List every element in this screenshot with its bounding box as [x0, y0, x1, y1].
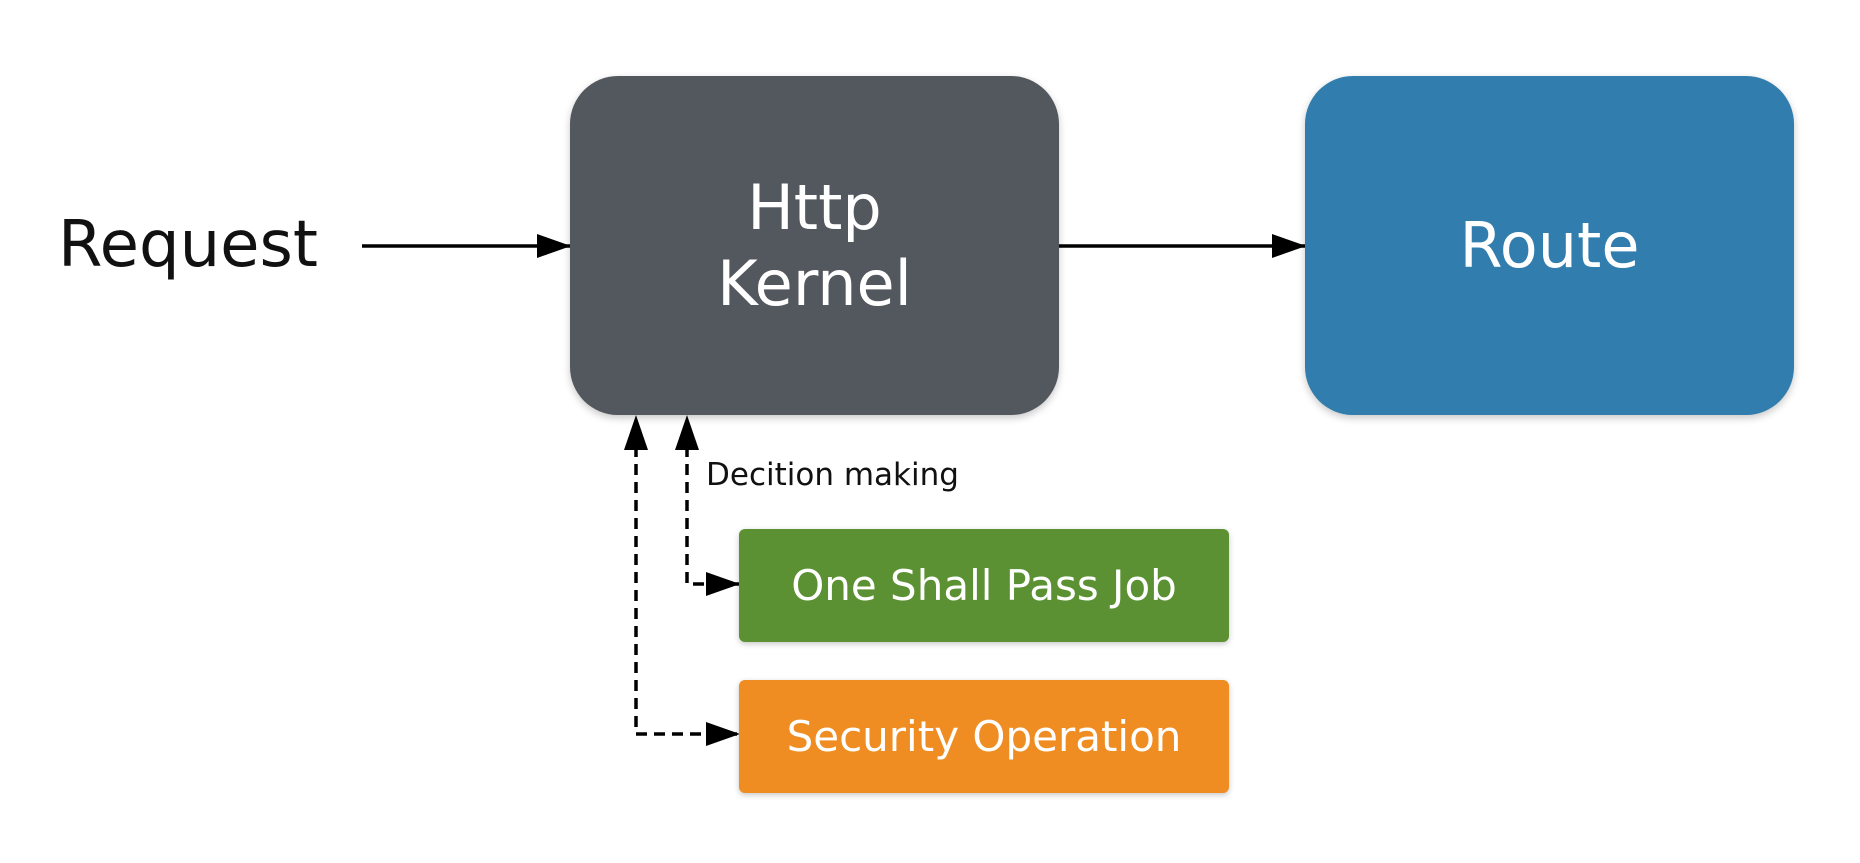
security-label: Security Operation [786, 711, 1182, 761]
kernel-label-line2: Kernel [717, 246, 912, 320]
arrowhead-kernel-from-security [624, 415, 648, 450]
arrowhead-kernel-from-job [675, 415, 699, 450]
route-node: Route [1305, 76, 1794, 415]
request-label: Request [58, 208, 318, 282]
kernel-label-line1: Http [747, 170, 882, 244]
dashed-connector-security [634, 446, 740, 746]
security-operation-node: Security Operation [739, 680, 1229, 793]
route-label: Route [1459, 208, 1640, 282]
http-kernel-node: Http Kernel [570, 76, 1059, 415]
one-shall-pass-job-node: One Shall Pass Job [739, 529, 1229, 642]
dashed-connector-job [685, 446, 740, 596]
job-label: One Shall Pass Job [791, 560, 1177, 610]
decision-making-label: Decition making [706, 457, 959, 493]
